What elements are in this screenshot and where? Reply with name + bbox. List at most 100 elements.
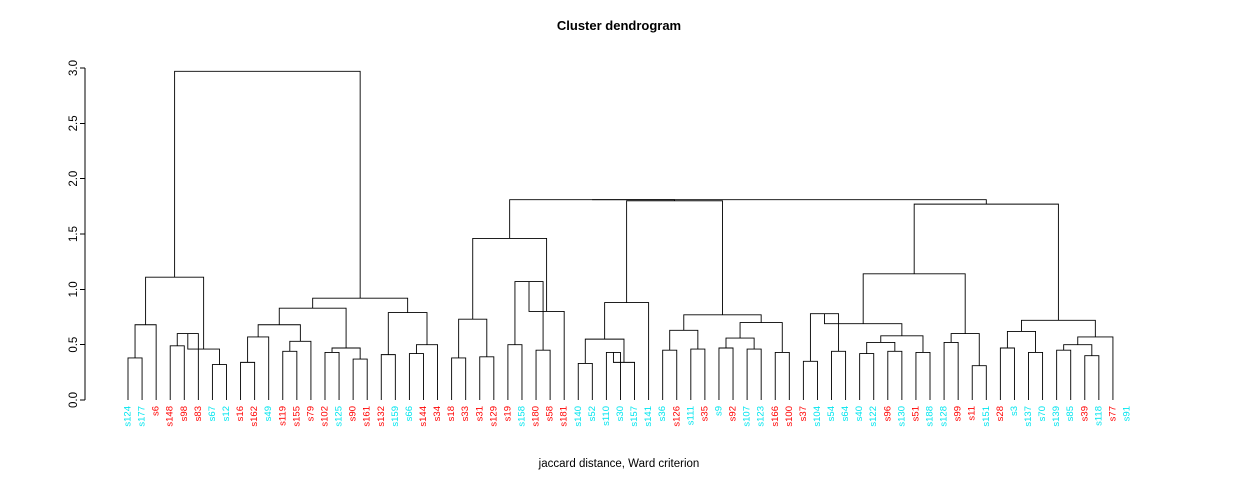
- leaf-label: s64: [840, 406, 851, 421]
- dendrogram-branch: [862, 273, 966, 334]
- leaf-label: s125: [334, 406, 345, 427]
- leaf-label: s126: [671, 406, 682, 427]
- leaf-label: s151: [981, 406, 992, 427]
- leaf-label: s139: [1051, 406, 1062, 427]
- leaf-label: s188: [925, 406, 936, 427]
- leaf-label: s157: [629, 406, 640, 427]
- dendrogram-branch: [415, 344, 438, 400]
- leaf-label: s123: [756, 406, 767, 427]
- dendrogram-branch: [913, 203, 1059, 321]
- dendrogram-branch: [1056, 349, 1072, 400]
- dendrogram-branch: [880, 335, 924, 353]
- leaf-label: s98: [179, 406, 190, 421]
- leaf-label: s144: [418, 406, 429, 427]
- leaf-label: s79: [305, 406, 316, 421]
- dendrogram-branch: [950, 333, 980, 366]
- leaf-label: s148: [165, 406, 176, 427]
- leaf-label: s12: [221, 406, 232, 421]
- leaf-label: s11: [967, 406, 978, 421]
- dendrogram-branch: [312, 297, 409, 313]
- dendrogram-branch: [1006, 330, 1036, 353]
- dendrogram-branch: [802, 360, 818, 400]
- y-axis-tick-label: 0.5: [68, 337, 80, 353]
- dendrogram-branch: [971, 365, 987, 400]
- leaf-label: s159: [390, 406, 401, 427]
- leaf-label: s110: [601, 406, 612, 426]
- dendrogram-branch: [289, 340, 312, 400]
- dendrogram-branch: [1021, 319, 1096, 337]
- leaf-label: s102: [320, 406, 331, 427]
- leaf-label: s39: [1079, 406, 1090, 421]
- dendrogram-branch: [352, 358, 368, 400]
- leaf-label: s51: [910, 406, 921, 421]
- leaf-label: s177: [137, 406, 148, 427]
- leaf-label: s155: [291, 406, 302, 427]
- leaf-label: s96: [882, 406, 893, 421]
- dendrogram-branch: [592, 199, 987, 205]
- dendrogram-branch: [387, 312, 428, 355]
- leaf-label: s129: [488, 406, 499, 427]
- leaf-label: s111: [685, 406, 696, 425]
- leaf-label: s77: [1107, 406, 1118, 421]
- dendrogram-branch: [577, 363, 593, 400]
- dendrogram-branch: [380, 354, 396, 400]
- dendrogram-branch: [662, 349, 678, 400]
- dendrogram-branch: [718, 347, 734, 400]
- dendrogram-branch: [507, 344, 523, 400]
- dendrogram-branch: [127, 357, 143, 400]
- leaf-label: s66: [404, 406, 415, 421]
- dendrogram-branch: [278, 307, 347, 348]
- dendrogram-branch: [247, 336, 270, 400]
- dendrogram-branch: [739, 322, 783, 353]
- dendrogram-branch: [324, 351, 340, 400]
- leaf-label: s36: [657, 406, 668, 421]
- dendrogram-branch: [145, 276, 205, 350]
- leaf-label: s119: [277, 406, 288, 426]
- leaf-label: s132: [376, 406, 387, 427]
- dendrogram-branch: [690, 348, 706, 400]
- dendrogram-branch: [943, 342, 959, 400]
- leaf-label: s107: [742, 406, 753, 427]
- leaf-label: s37: [798, 406, 809, 421]
- x-axis-caption: jaccard distance, Ward criterion: [538, 458, 700, 470]
- dendrogram-branch: [1077, 336, 1114, 400]
- leaf-label: s158: [516, 406, 527, 427]
- leaf-label: s70: [1037, 406, 1048, 421]
- dendrogram-branch: [408, 353, 424, 400]
- dendrogram-branch: [509, 199, 675, 239]
- leaf-label: s33: [460, 406, 471, 421]
- dendrogram-branch: [331, 347, 361, 360]
- leaf-label: s140: [573, 406, 584, 427]
- leaf-label: s92: [728, 406, 739, 421]
- leaf-label: s6: [151, 406, 162, 416]
- dendrogram-branch: [887, 350, 903, 400]
- dendrogram-branch: [479, 356, 495, 400]
- dendrogram-branch: [859, 353, 875, 400]
- leaf-label: s166: [770, 406, 781, 427]
- leaf-label: s35: [699, 406, 710, 421]
- leaf-label: s18: [446, 406, 457, 421]
- dendrogram-branch: [169, 345, 185, 400]
- dendrogram-branch: [282, 350, 298, 400]
- leaf-label: s161: [362, 406, 373, 427]
- dendrogram-branch: [669, 329, 699, 351]
- dendrogram-branch: [584, 338, 625, 364]
- dendrogram-branches: [127, 70, 1114, 400]
- leaf-label: s58: [545, 406, 556, 421]
- dendrogram-branch: [725, 337, 755, 350]
- dendrogram-branch: [604, 302, 650, 400]
- dendrogram-branch: [774, 351, 790, 400]
- y-axis-tick-label: 1.5: [68, 226, 80, 242]
- y-axis-tick-label: 3.0: [68, 60, 80, 76]
- leaf-label: s124: [123, 406, 134, 427]
- dendrogram-branch: [134, 324, 157, 400]
- y-axis: 0.00.51.01.52.02.53.0: [68, 60, 86, 408]
- dendrogram-branch: [458, 318, 488, 358]
- leaf-label: s180: [531, 406, 542, 427]
- page-title: Cluster dendrogram: [556, 18, 682, 33]
- dendrogram-branch: [831, 350, 847, 400]
- leaf-label: s28: [995, 406, 1006, 421]
- dendrogram-branch: [451, 357, 467, 400]
